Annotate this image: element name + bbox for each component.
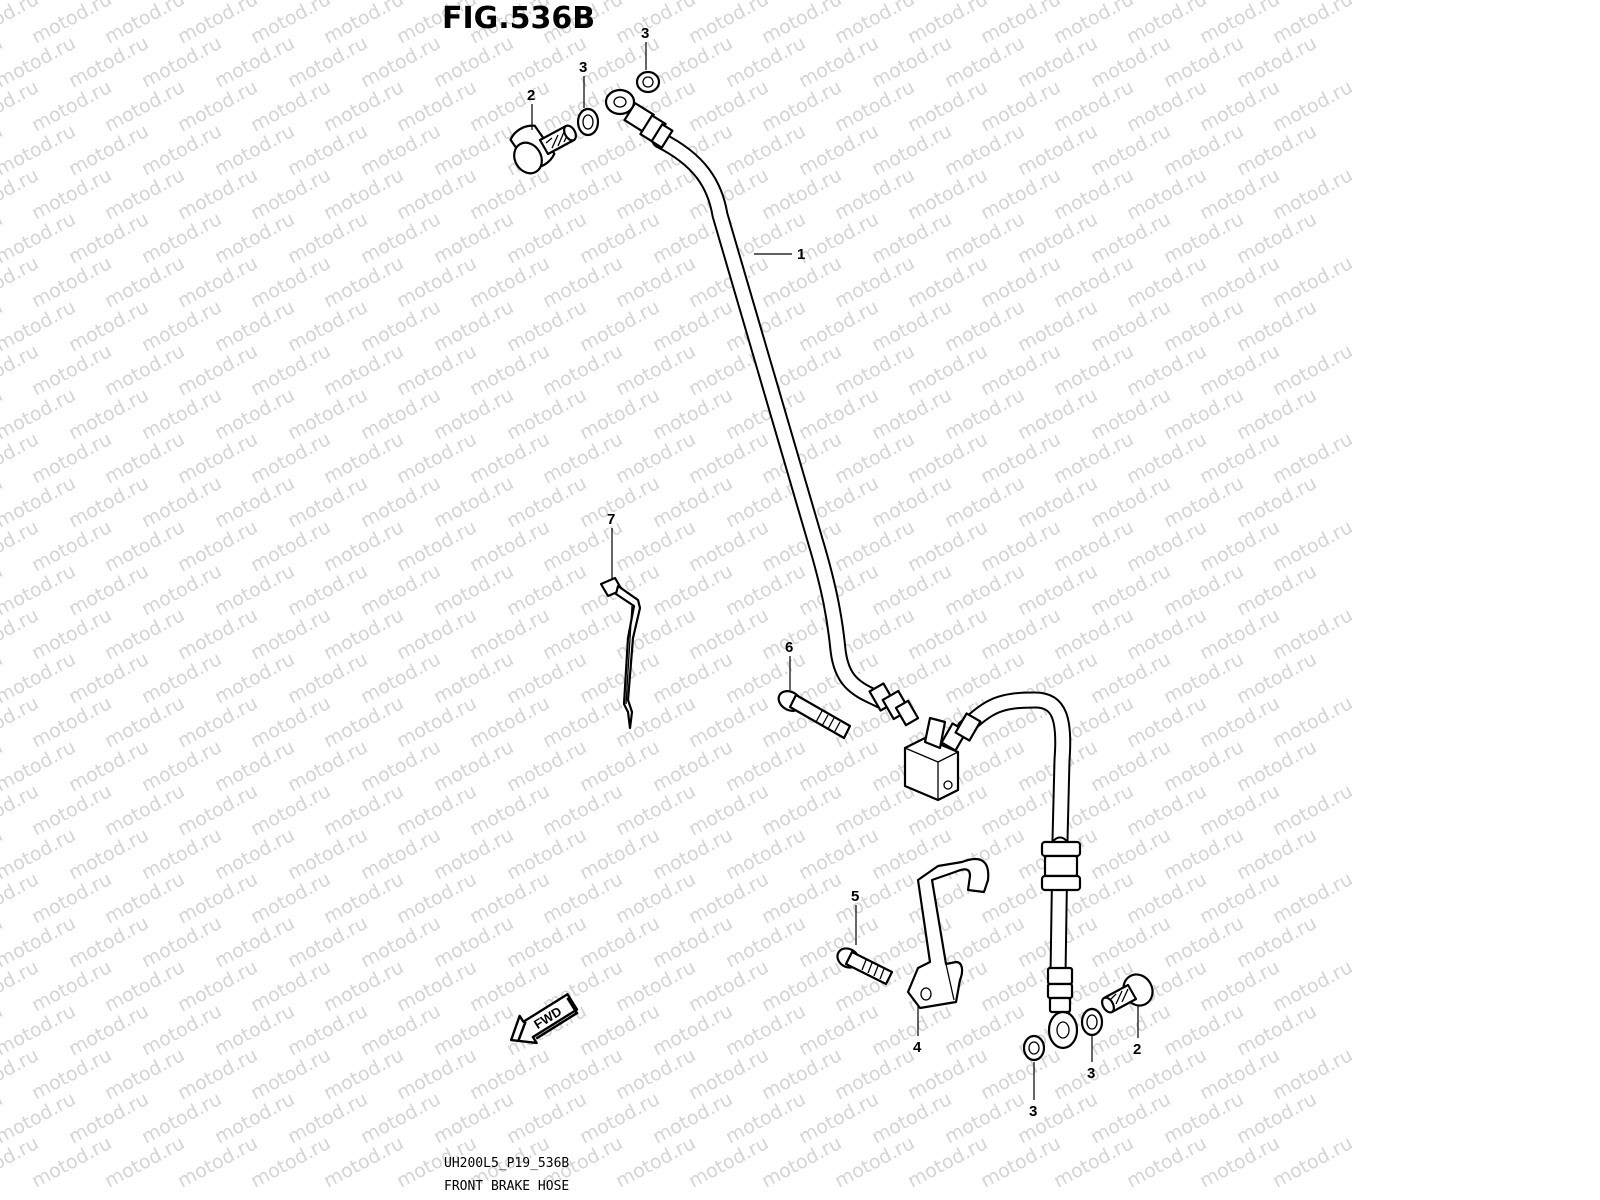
figure-code: UH200L5_P19_536B (444, 1156, 569, 1171)
callout-3-bottom-a: 3 (1029, 1103, 1037, 1120)
callout-4: 4 (913, 1039, 922, 1056)
leader-lines (531, 42, 1139, 1100)
callout-3-top-b: 3 (641, 25, 649, 42)
hose-clamp-part-4[interactable] (906, 857, 990, 1010)
washer-bottom-a-part-3[interactable] (1022, 1034, 1046, 1062)
cable-tie-part-7[interactable] (599, 576, 642, 730)
callout-1: 1 (797, 246, 805, 263)
bolt-part-6[interactable] (775, 687, 852, 740)
watermark-text: motod.ru (1269, 1132, 1356, 1192)
watermark-layer: motod.rumotod.rumotod.rumotod.rumotod.ru… (0, 0, 1356, 1192)
callout-2-bottom: 2 (1133, 1041, 1141, 1058)
callout-3-top-a: 3 (579, 59, 587, 76)
brake-hose-part-1[interactable] (604, 88, 1082, 1050)
figure-caption: FRONT BRAKE HOSE (444, 1179, 569, 1194)
bolt-part-5[interactable] (834, 945, 894, 986)
washer-top-a-part-3[interactable] (576, 107, 600, 137)
callout-7: 7 (607, 511, 615, 528)
union-bolt-top-part-2[interactable] (508, 120, 578, 178)
union-bolt-bottom-part-2[interactable] (1100, 969, 1158, 1014)
callout-5: 5 (851, 888, 859, 905)
washer-bottom-b-part-3[interactable] (1080, 1007, 1104, 1037)
figure-title: FIG.536B (442, 1, 595, 36)
callout-3-bottom-b: 3 (1087, 1065, 1095, 1082)
callout-2-top: 2 (527, 87, 535, 104)
callout-6: 6 (785, 639, 793, 656)
washer-top-b-part-3[interactable] (635, 70, 661, 94)
